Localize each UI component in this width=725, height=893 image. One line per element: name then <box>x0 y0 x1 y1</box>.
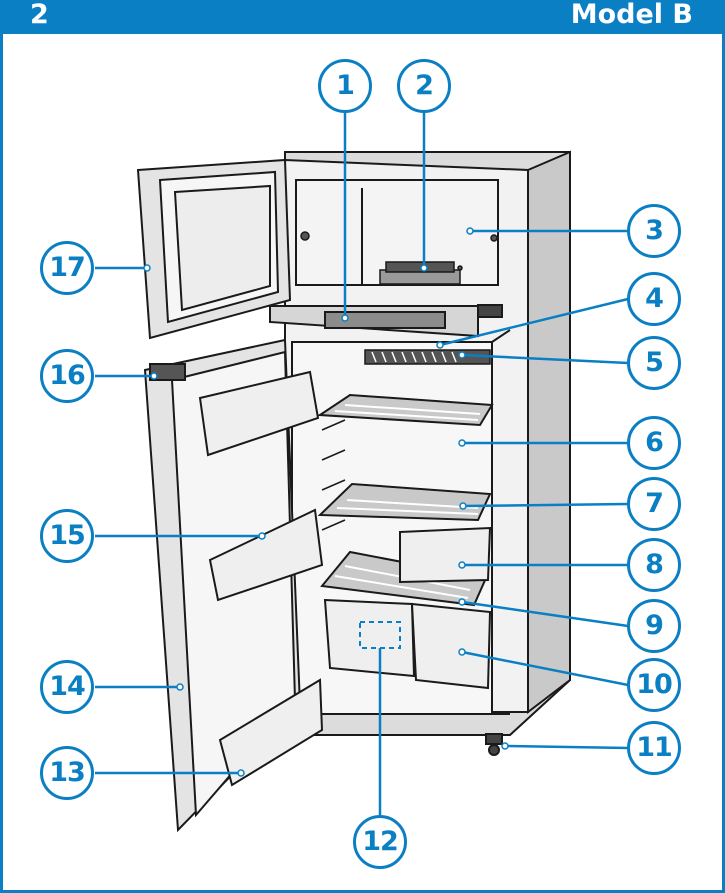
fan-unit <box>300 231 498 285</box>
freezer-shelf <box>269 304 503 338</box>
callout-17: 17 <box>40 241 94 295</box>
callout-3: 3 <box>627 204 681 258</box>
model-label: Model B <box>570 0 693 30</box>
callout-2: 2 <box>397 59 451 113</box>
callout-13: 13 <box>40 746 94 800</box>
callout-10: 10 <box>627 658 681 712</box>
levelling-foot <box>485 733 503 756</box>
callout-4: 4 <box>627 272 681 326</box>
crisper-drawers <box>323 526 492 690</box>
callout-14: 14 <box>40 660 94 714</box>
callout-9: 9 <box>627 599 681 653</box>
callout-6: 6 <box>627 416 681 470</box>
leader-dots <box>143 227 509 777</box>
freezer-door <box>136 158 292 340</box>
section-number: 2 <box>30 0 49 30</box>
callout-5: 5 <box>627 336 681 390</box>
leader-lines <box>95 113 629 815</box>
shelf-slats <box>334 404 481 599</box>
callout-15: 15 <box>40 509 94 563</box>
callout-16: 16 <box>40 349 94 403</box>
header-bar: 2 Model B <box>0 0 725 34</box>
thermostat-light <box>364 349 491 365</box>
wall-ribs <box>321 419 346 531</box>
door-balconies <box>198 370 324 787</box>
callout-12: 12 <box>353 815 407 869</box>
callout-1: 1 <box>318 59 372 113</box>
callout-11: 11 <box>627 721 681 775</box>
callout-7: 7 <box>627 477 681 531</box>
callout-8: 8 <box>627 538 681 592</box>
